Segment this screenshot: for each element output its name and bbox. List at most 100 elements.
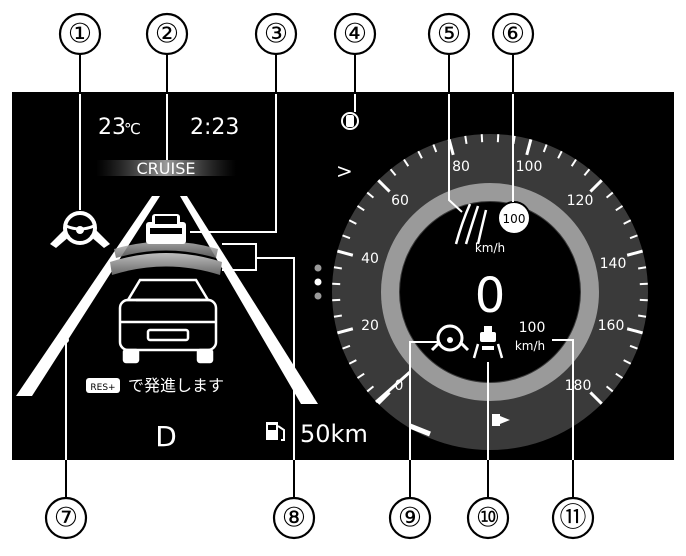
page-chevron: >: [336, 159, 353, 183]
speedo-tick: [348, 219, 357, 225]
speedo-tick: [432, 144, 438, 153]
fuel-range: 50km: [300, 420, 368, 448]
speedo-tick: [626, 249, 644, 257]
callout-4-label: ④: [343, 19, 367, 50]
speedo-tick: [525, 138, 533, 156]
callout-1-label: ①: [68, 19, 92, 50]
callout-3-label: ③: [264, 19, 288, 50]
callout-7-label: ⑦: [54, 503, 78, 534]
speedo-tick: [464, 135, 468, 145]
res-badge-label: RES+: [90, 383, 115, 393]
speedo-tick: [629, 344, 638, 350]
following-distance-bars: [110, 241, 222, 275]
speed-needle: [375, 370, 411, 404]
small-vehicle-status-icon: [341, 112, 359, 130]
right-lane-line: [180, 196, 318, 404]
speedo-tick: [377, 179, 391, 193]
own-vehicle-icon: [118, 278, 218, 364]
fuel-pump-icon: [266, 422, 285, 441]
callout-5-label: ⑤: [437, 19, 461, 50]
callout-6: [491, 12, 535, 56]
speedo-tick: [637, 266, 647, 270]
gauge-bottom-icons: [409, 414, 510, 437]
speedo-label-60: 60: [391, 193, 409, 209]
callout-7: [44, 496, 88, 540]
temperature-value: 23: [98, 115, 126, 140]
speedo-tick: [348, 359, 357, 365]
clock: 2:23: [190, 115, 239, 140]
speedo-label-100: 100: [516, 159, 543, 175]
speedo-tick: [637, 314, 647, 318]
callout-10: [466, 496, 510, 540]
speedo-label-0: 0: [395, 378, 404, 394]
driver-attention-icon: [430, 324, 470, 352]
speedo-tick: [623, 359, 632, 365]
callout-2: [145, 12, 189, 56]
speedo-tick: [629, 234, 638, 240]
leader-7-dot: [63, 337, 69, 343]
gear-indicator: D: [155, 420, 177, 453]
speedo-label-180: 180: [565, 378, 592, 394]
speed-sign-unit: km/h: [475, 241, 505, 255]
speedo-tick: [605, 385, 614, 393]
set-speed-unit: km/h: [515, 339, 545, 353]
lane-departure-icon: [454, 203, 488, 245]
callout-11: [551, 496, 595, 540]
callout-4: [333, 12, 377, 56]
speedo-label-20: 20: [361, 318, 379, 334]
page-dots: [314, 264, 322, 300]
callout-8-label: ⑧: [282, 503, 306, 534]
leader-3-inner: [190, 94, 277, 233]
speedo-tick: [583, 168, 591, 177]
speedo-tick: [615, 205, 624, 212]
cruise-label: CRUISE: [137, 159, 196, 178]
speedo-tick: [605, 191, 614, 199]
speedo-tick: [333, 314, 343, 318]
speed-value: 0: [475, 268, 506, 324]
vehicle-ahead-icon: [472, 326, 504, 359]
speedo-tick: [342, 234, 351, 240]
speedo-tick: [626, 327, 644, 335]
temperature-unit: ℃: [124, 120, 141, 138]
speedo-label-80: 80: [452, 159, 470, 175]
speedo-tick: [336, 327, 354, 335]
res-badge: [86, 378, 120, 393]
leader-11-inner: [552, 339, 574, 460]
speedo-tick: [336, 249, 354, 257]
speedo-tick: [542, 144, 548, 153]
speedo-tick: [589, 179, 603, 193]
speedo-label-40: 40: [361, 251, 379, 267]
set-speed-value: 100: [519, 320, 546, 336]
leader-5-inner: [448, 94, 463, 213]
speedo-label-120: 120: [567, 193, 594, 209]
callout-11-label: ⑪: [560, 503, 587, 534]
speedo-tick: [589, 391, 603, 405]
callout-10-label: ⑩: [476, 503, 500, 534]
cruise-band: [96, 160, 236, 176]
leader-8-inner-2: [256, 257, 295, 460]
callout-1: [58, 12, 102, 56]
speedo-tick: [557, 150, 563, 159]
speedo-tick: [403, 158, 410, 167]
speedo-tick: [417, 150, 423, 159]
speedo-tick: [377, 391, 391, 405]
speedo-tick: [342, 344, 351, 350]
speed-sign-value: 100: [503, 212, 526, 226]
speedo-tick: [366, 191, 375, 199]
speedo-tick: [615, 372, 624, 379]
speedo-tick: [356, 372, 365, 379]
speedo-tick: [389, 168, 397, 177]
callout-9: [388, 496, 432, 540]
speedo-tick: [623, 219, 632, 225]
speedo-label-140: 140: [600, 256, 627, 272]
speedo-tick: [356, 205, 365, 212]
steering-assist-icon: [50, 211, 110, 248]
left-lane-line: [16, 196, 160, 396]
speedo-tick: [570, 158, 577, 167]
leader-9-inner: [409, 341, 438, 460]
speedo-tick: [333, 266, 343, 270]
callout-9-label: ⑨: [398, 503, 422, 534]
start-message: で発進します: [128, 376, 224, 395]
